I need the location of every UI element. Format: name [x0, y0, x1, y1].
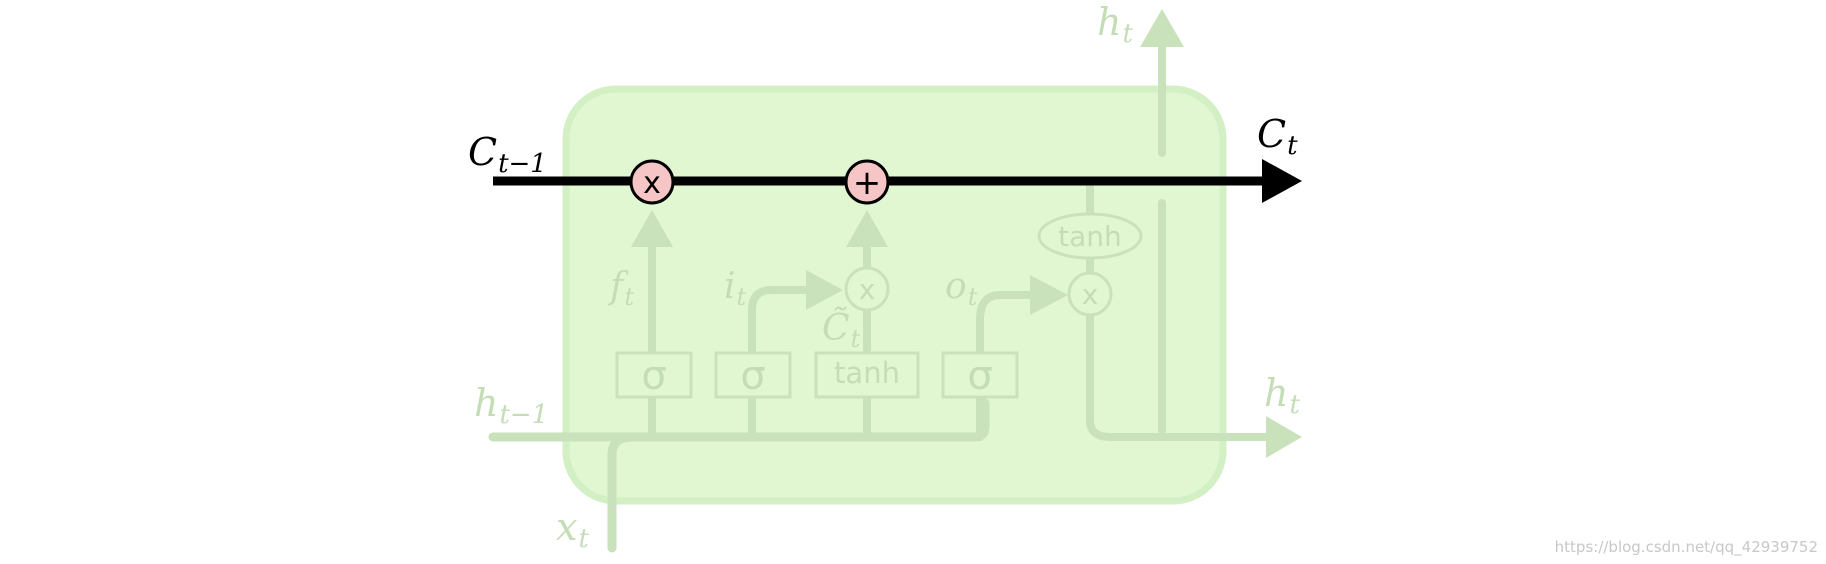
input-gate-arrowhead — [806, 270, 843, 310]
candidate-label: C̃t — [822, 307, 861, 353]
hidden-out-right-arrowhead — [1266, 416, 1302, 458]
forget-multiply-symbol: x — [643, 166, 661, 201]
output-tanh-ellipse — [1037, 212, 1143, 260]
hidden-out-right-label: ht — [1264, 371, 1300, 420]
output-gate-arrowhead — [1030, 275, 1068, 315]
input-multiply-symbol: x — [859, 273, 876, 306]
cell-state-out-label: Ct — [1257, 112, 1298, 161]
input-gate-sigma-box — [714, 351, 792, 399]
output-multiply-node — [1067, 271, 1113, 317]
output-gate-label: ot — [945, 266, 978, 311]
add-node — [844, 159, 890, 205]
hidden-out-top-label: ht — [1097, 0, 1133, 49]
candidate-tanh-label: tanh — [834, 356, 900, 390]
input-multiply-node — [844, 266, 890, 312]
forget-gate-sigma: σ — [641, 353, 666, 399]
input-gate-sigma: σ — [740, 353, 765, 399]
forget-multiply-node — [629, 159, 675, 205]
input-gate-label: it — [724, 266, 747, 311]
input-gate-line — [748, 286, 816, 441]
forget-gate-arrowhead — [631, 210, 673, 247]
output-gate-line — [976, 291, 1040, 441]
output-gate-sigma-box — [941, 351, 1019, 399]
candidate-tanh-box — [814, 351, 920, 399]
cell-state-arrowhead — [1262, 159, 1302, 203]
output-tanh-label: tanh — [1058, 220, 1122, 253]
input-label: xt — [556, 505, 589, 554]
input-path — [607, 432, 660, 553]
output-multiply-symbol: x — [1082, 278, 1099, 311]
output-hidden-path — [1086, 312, 1279, 441]
candidate-arrowhead — [846, 210, 888, 247]
add-symbol: + — [853, 163, 882, 203]
watermark-text: https://blog.csdn.net/qq_42939752 — [1554, 538, 1818, 556]
hidden-out-top-arrowhead — [1140, 9, 1184, 47]
hidden-in-label: ht−1 — [474, 381, 548, 430]
output-gate-sigma: σ — [967, 353, 992, 399]
forget-gate-sigma-box — [615, 351, 693, 399]
cell-state-in-label: Ct−1 — [468, 130, 547, 179]
